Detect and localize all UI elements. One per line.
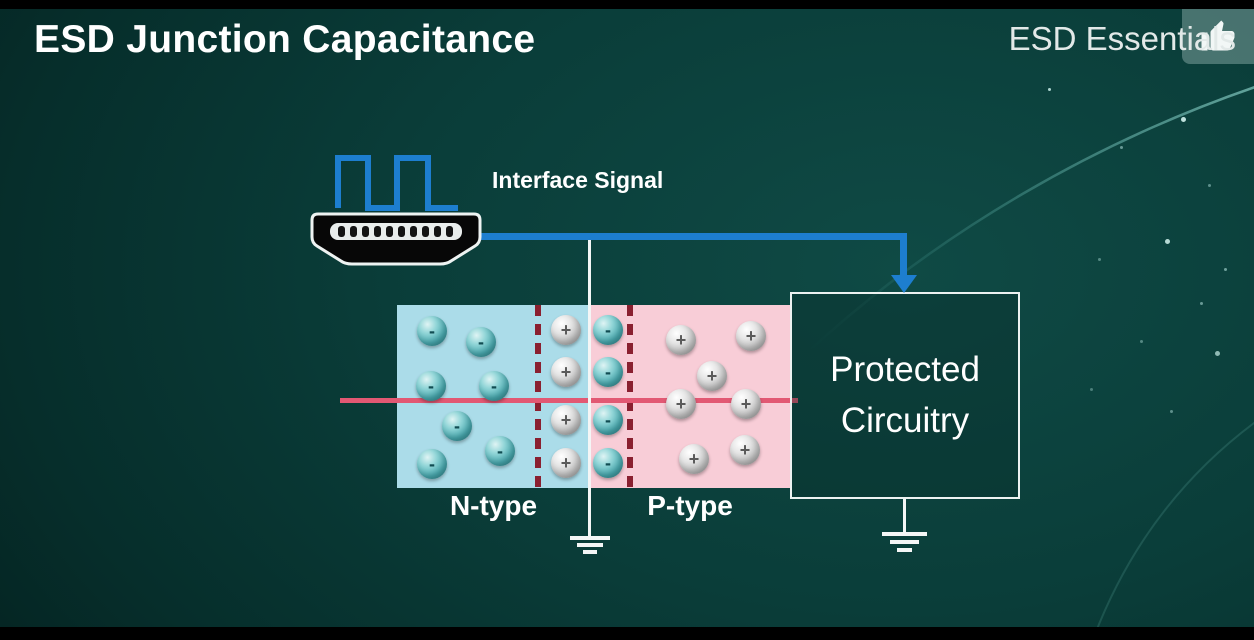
- thumbs-up-badge: [1182, 9, 1254, 64]
- hdmi-connector-icon: [310, 212, 482, 266]
- junction-center-line: [588, 236, 591, 536]
- protected-circuitry-line2: Circuitry: [840, 400, 970, 440]
- ground-symbol-junction: [570, 536, 610, 540]
- page-title: ESD Junction Capacitance: [34, 18, 536, 61]
- n-type-region: [397, 305, 590, 488]
- ground-symbol-box: [897, 548, 912, 552]
- signal-waveform-icon: [335, 155, 458, 211]
- circuit-trace-line: [340, 398, 798, 403]
- n-type-label: N-type: [449, 490, 538, 521]
- depletion-boundary-right: [627, 305, 633, 488]
- ground-symbol-box: [882, 532, 927, 536]
- star-dots-decoration: [1048, 88, 1051, 91]
- protected-circuitry-box: Protected Circuitry: [790, 292, 1020, 499]
- top-letterbox-bar: [0, 0, 1254, 9]
- brand-text: ESD Essentials: [1008, 20, 1236, 57]
- interface-signal-label: Interface Signal: [492, 167, 664, 193]
- ground-symbol-junction: [583, 550, 597, 554]
- depletion-boundary-left: [535, 305, 541, 488]
- ground-symbol-box: [890, 540, 919, 544]
- ground-stem-box: [903, 497, 906, 532]
- protected-circuitry-line1: Protected: [830, 349, 980, 389]
- ground-symbol-junction: [577, 543, 603, 547]
- p-type-label: P-type: [647, 490, 733, 521]
- signal-arrowhead-icon: [891, 275, 917, 293]
- signal-wire-vertical: [900, 233, 907, 276]
- p-type-region: [590, 305, 790, 488]
- thumbs-up-icon: [1201, 20, 1235, 50]
- bottom-letterbox-bar: [0, 627, 1254, 640]
- signal-wire-horizontal: [478, 233, 907, 240]
